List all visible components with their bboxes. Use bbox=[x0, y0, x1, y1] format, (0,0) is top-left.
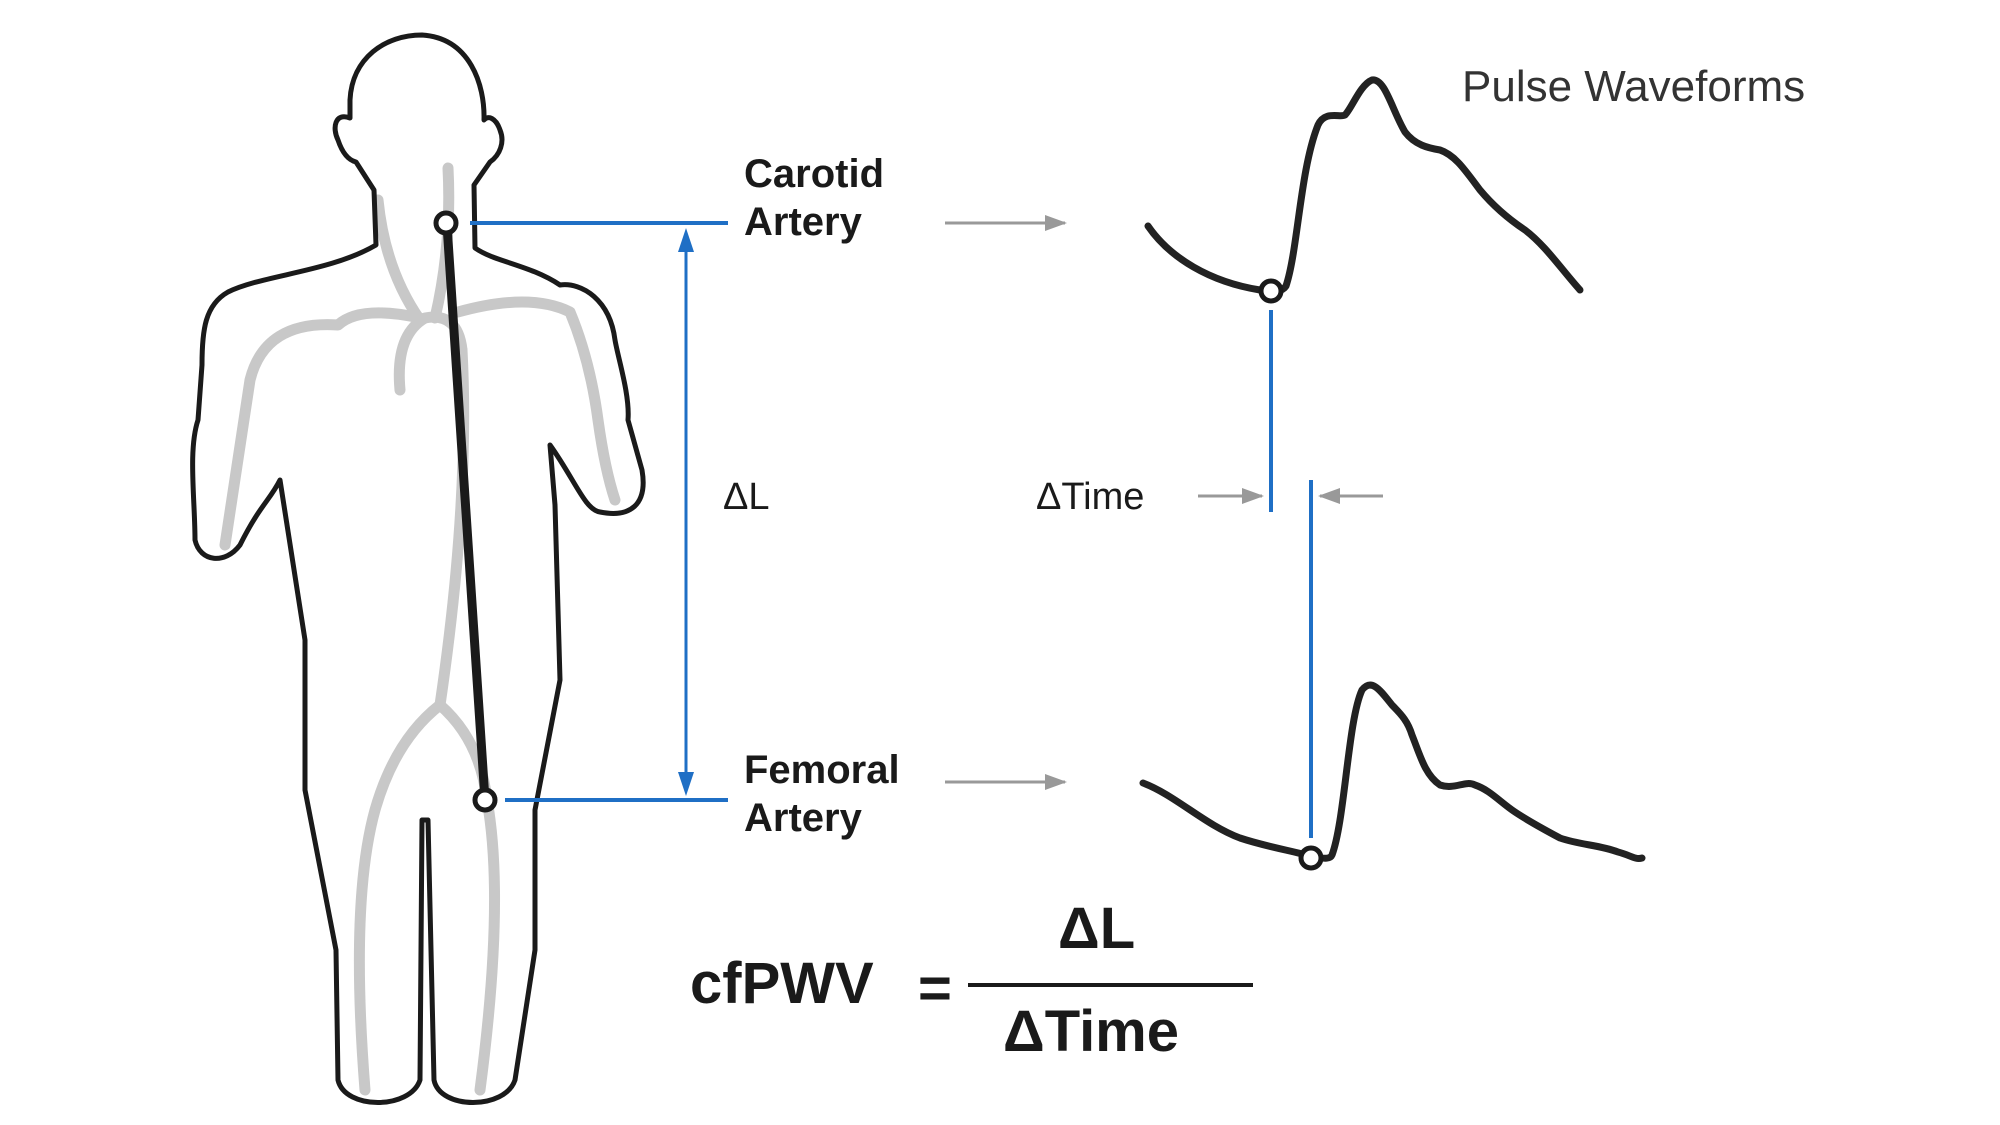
carotid-foot-marker bbox=[1258, 278, 1284, 304]
delta-l-arrowhead-top bbox=[678, 228, 694, 252]
right-subclavian-arm bbox=[452, 296, 621, 506]
body-path-line bbox=[442, 220, 490, 805]
femoral-label-line2: Artery bbox=[744, 796, 862, 840]
left-subclavian-arm bbox=[219, 307, 426, 551]
delta-l-arrowhead-bottom bbox=[678, 772, 694, 796]
delta-time-label: ΔTime bbox=[1036, 476, 1145, 518]
artery-tree bbox=[219, 162, 621, 1096]
femoral-foot-marker bbox=[1298, 845, 1324, 871]
femoral-label-line1: Femoral bbox=[744, 748, 900, 792]
carotid-label-line2: Artery bbox=[744, 200, 862, 244]
body-outline bbox=[190, 32, 646, 1105]
delta-l-label: ΔL bbox=[723, 476, 770, 518]
formula-lhs: cfPWV bbox=[690, 951, 874, 1016]
right-iliac-leg bbox=[434, 699, 501, 1096]
pulse-waveforms-title: Pulse Waveforms bbox=[1462, 62, 1806, 111]
formula-numerator: ΔL bbox=[1058, 896, 1136, 961]
formula-denominator: ΔTime bbox=[1003, 999, 1180, 1064]
femoral-site-marker bbox=[472, 787, 498, 813]
formula-equals: = bbox=[918, 956, 952, 1021]
carotid-label-line1: Carotid bbox=[744, 152, 884, 196]
left-iliac-leg bbox=[353, 699, 446, 1096]
left-carotid bbox=[372, 194, 426, 326]
descending-aorta bbox=[434, 344, 470, 711]
carotid-artery-label: Carotid Artery bbox=[744, 150, 884, 246]
femoral-artery-label: Femoral Artery bbox=[744, 746, 900, 842]
carotid-site-marker bbox=[433, 210, 459, 236]
femoral-waveform bbox=[1139, 681, 1646, 862]
